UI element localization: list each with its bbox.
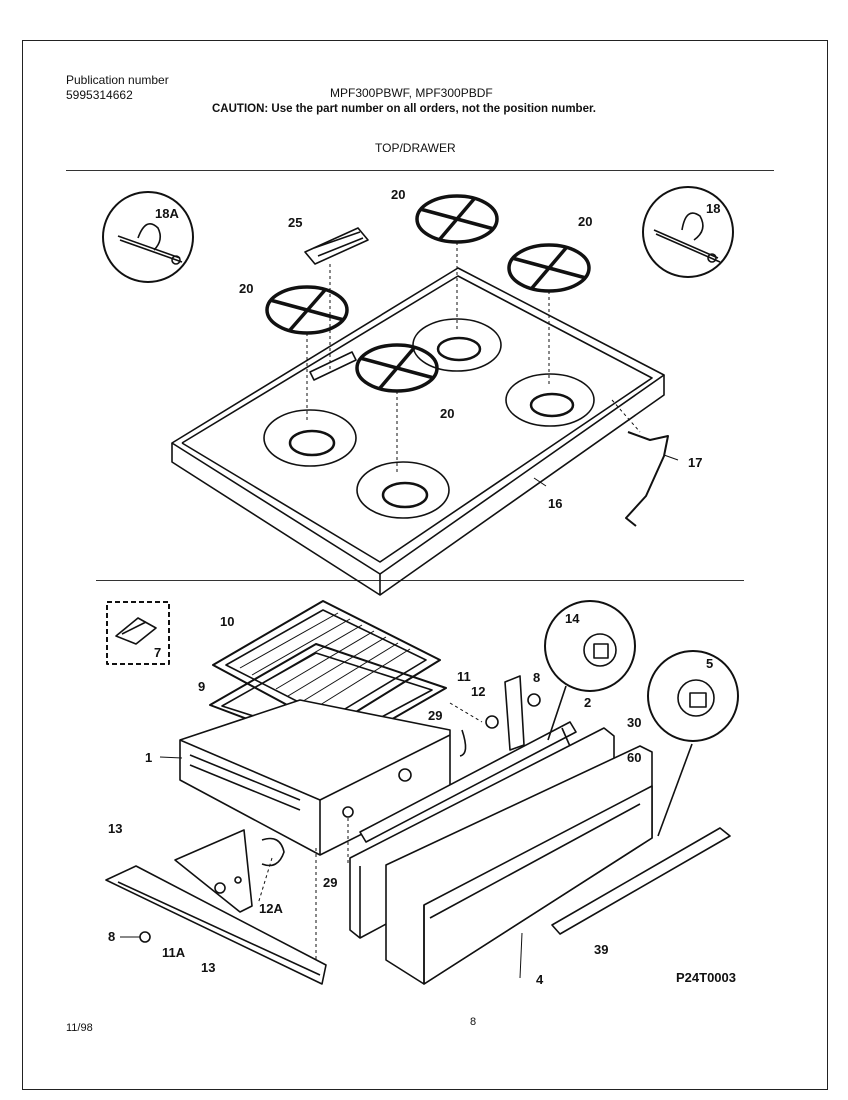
page-frame: [22, 40, 828, 1090]
part-13-slide-rail: [105, 829, 327, 985]
callout-29-a: 29: [428, 708, 442, 723]
middle-divider: [96, 580, 744, 581]
callout-8-b: 8: [108, 929, 115, 944]
inset-7: [106, 601, 170, 665]
callout-11A: 11A: [162, 945, 186, 960]
cooktop-main-top: [171, 267, 665, 596]
callout-13-b: 13: [201, 960, 215, 975]
publication-number: 5995314662: [66, 88, 133, 102]
callout-17: 17: [688, 455, 702, 470]
footer-page-number: 8: [470, 1016, 477, 1028]
callout-labels: 18A 25 20 20 20 20 18 17 16 10 9 7 14 8 …: [108, 187, 720, 987]
callout-25: 25: [288, 215, 302, 230]
callout-1: 1: [145, 750, 152, 765]
callout-4: 4: [536, 972, 544, 987]
callout-20-d: 20: [440, 406, 454, 421]
part-4-drawer-front: [385, 745, 653, 985]
callout-30: 30: [627, 715, 641, 730]
callout-2: 2: [584, 695, 591, 710]
callout-60: 60: [627, 750, 641, 765]
diagram-code: P24T0003: [676, 970, 736, 985]
section-title: TOP/DRAWER: [375, 141, 456, 155]
callout-12: 12: [471, 684, 485, 699]
callout-18: 18: [706, 201, 720, 216]
part-10-broiler-grid: [212, 600, 441, 729]
inset-18A: [102, 191, 194, 283]
callout-39: 39: [594, 942, 608, 957]
inset-14: [544, 600, 636, 692]
callout-14: 14: [565, 611, 580, 626]
callout-16: 16: [548, 496, 562, 511]
callout-12A: 12A: [259, 901, 283, 916]
part-1-drawer-body: [179, 699, 451, 856]
callout-20-a: 20: [391, 187, 405, 202]
callout-9: 9: [198, 679, 205, 694]
callout-11: 11: [457, 669, 471, 684]
callout-7: 7: [154, 645, 161, 660]
callout-20-b: 20: [578, 214, 592, 229]
callout-10: 10: [220, 614, 234, 629]
inset-5: [647, 650, 739, 742]
callout-29-b: 29: [323, 875, 337, 890]
callout-5: 5: [706, 656, 713, 671]
callout-13-a: 13: [108, 821, 122, 836]
part-17-wire: [625, 431, 669, 527]
publication-label: Publication number: [66, 73, 169, 87]
parts-11-12-bracket: [449, 675, 541, 757]
part-25: [304, 227, 369, 265]
caution-note: CAUTION: Use the part number on all orde…: [212, 103, 596, 115]
callout-18A: 18A: [155, 206, 179, 221]
model-numbers: MPF300PBWF, MPF300PBDF: [330, 86, 493, 100]
burner-bowls: [263, 318, 595, 519]
footer-date: 11/98: [66, 1022, 93, 1034]
callout-20-c: 20: [239, 281, 253, 296]
inset-18: [642, 186, 734, 278]
part-39-trim: [551, 827, 731, 935]
callout-8-a: 8: [533, 670, 540, 685]
top-divider: [66, 170, 774, 171]
